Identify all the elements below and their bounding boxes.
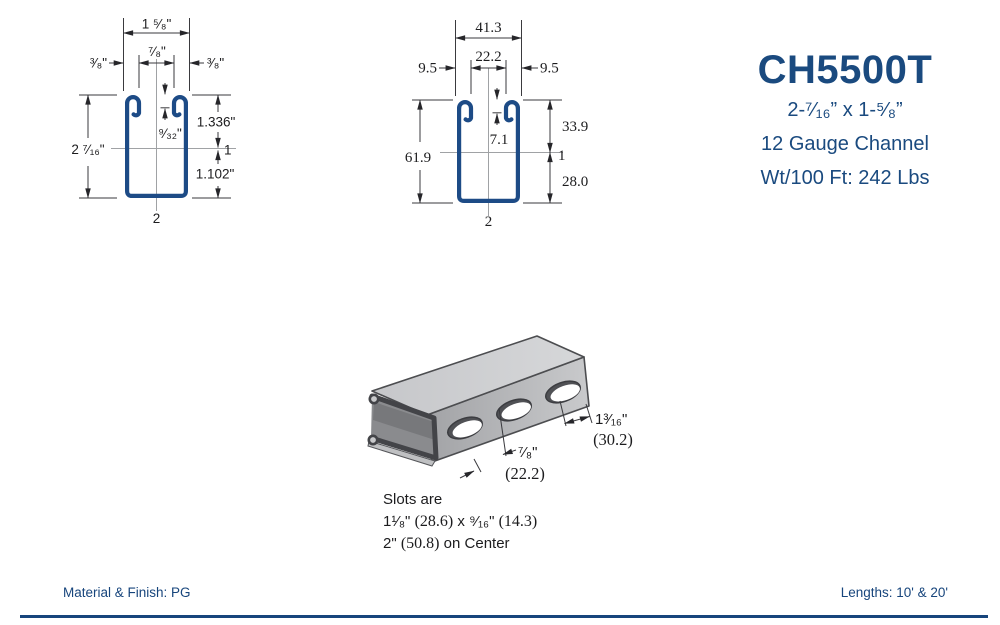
open-end-interior-shadow <box>373 402 435 440</box>
dim-top-to-axis: 1.336" <box>197 115 236 130</box>
product-model: CH5500T <box>757 48 933 92</box>
dim-overall-height: 61.9 <box>405 150 431 166</box>
axis-2-label: 2 <box>153 211 161 226</box>
slot-note-line-1: Slots are <box>383 491 443 508</box>
channel-profile-metric <box>457 100 520 203</box>
dim-lip-depth: ⁹⁄₃₂" <box>158 126 182 141</box>
dim-lip-right: 9.5 <box>540 61 559 77</box>
dim-opening: 22.2 <box>475 49 501 65</box>
slot-end-dimension: 1³⁄₁₆" (30.2) <box>559 400 633 449</box>
left-lip-curl <box>457 100 474 123</box>
dim-slot-gap-mm: (22.2) <box>505 464 545 482</box>
isometric-channel-view: ⁷⁄₈" (22.2) 1³⁄₁₆" (30.2) <box>367 335 633 482</box>
slot-note: Slots are 1¹⁄₈" (28.6) x ⁹⁄₁₆" (14.3) 2"… <box>383 489 623 555</box>
footer-divider-rule <box>20 615 988 618</box>
right-extension-lines <box>523 99 562 204</box>
axis-1-label: 1 <box>558 148 566 164</box>
channel-3d-body <box>367 335 590 467</box>
dim-top-to-axis: 33.9 <box>562 119 588 135</box>
right-lip-curl <box>503 100 520 123</box>
dim-slot-gap-in: ⁷⁄₈" <box>518 444 537 461</box>
gap-extension-lines <box>473 407 507 473</box>
dim-lip-left: 9.5 <box>418 61 437 77</box>
dim-axis-to-bottom: 28.0 <box>562 174 588 190</box>
product-weight: Wt/100 Ft: 242 Lbs <box>760 167 930 189</box>
right-lip-curl <box>171 95 188 118</box>
axis-2-label: 2 <box>485 214 493 230</box>
material-finish-note: Material & Finish: PG <box>63 585 191 600</box>
slot-3 <box>545 380 581 404</box>
gap-arrow-left <box>459 470 475 479</box>
imperial-cross-section-diagram: 1 ⁵⁄₈" ⁷⁄₈" ³⁄₈" ³⁄₈" ⁹⁄₃₂" 2 ⁷⁄₁₆" 1.33… <box>71 17 236 226</box>
dim-overall-width: 41.3 <box>475 20 501 36</box>
dim-lip-depth: 7.1 <box>490 132 509 148</box>
left-lip-curl <box>125 95 142 118</box>
product-size: 2-⁷⁄₁₆” x 1-⁵⁄₈” <box>787 99 903 121</box>
bottom-lip-curl <box>367 434 379 446</box>
channel-profile-imperial <box>125 95 188 198</box>
metric-cross-section-diagram: 41.3 22.2 9.5 9.5 7.1 61.9 33.9 1 28.0 2 <box>405 20 588 230</box>
lengths-note: Lengths: 10' & 20' <box>840 585 948 600</box>
dim-lip-right: ³⁄₈" <box>207 56 224 71</box>
dim-overall-width: 1 ⁵⁄₈" <box>142 17 172 32</box>
dim-opening: ⁷⁄₈" <box>148 44 166 59</box>
dim-slot-end-in: 1³⁄₁₆" <box>595 411 627 428</box>
end-dim-line <box>564 416 590 424</box>
slot-gap-dimension: ⁷⁄₈" (22.2) <box>459 407 545 482</box>
axis-1-label: 1 <box>224 143 232 158</box>
gap-arrow-right <box>502 448 517 455</box>
width-extension-lines <box>123 18 190 91</box>
dim-lip-left: ³⁄₈" <box>90 56 107 71</box>
dim-axis-to-bottom: 1.102" <box>196 167 235 182</box>
slot-note-line-2: 1¹⁄₈" (28.6) x ⁹⁄₁₆" (14.3) <box>383 513 538 530</box>
dim-overall-height: 2 ⁷⁄₁₆" <box>71 142 104 157</box>
slot-note-line-3: 2" (50.8) on Center <box>383 535 510 552</box>
product-title-block: CH5500T 2-⁷⁄₁₆” x 1-⁵⁄₈” 12 Gauge Channe… <box>695 50 995 192</box>
top-lip-curl <box>368 393 380 405</box>
width-extension-lines <box>455 20 522 96</box>
open-end-cut-band <box>368 393 439 461</box>
slot-2 <box>496 398 532 422</box>
dim-slot-end-mm: (30.2) <box>593 430 633 449</box>
product-gauge: 12 Gauge Channel <box>761 133 929 155</box>
bottom-wall-outer-strip <box>367 440 436 467</box>
slot-1 <box>447 416 483 440</box>
right-extension-lines <box>192 94 231 199</box>
